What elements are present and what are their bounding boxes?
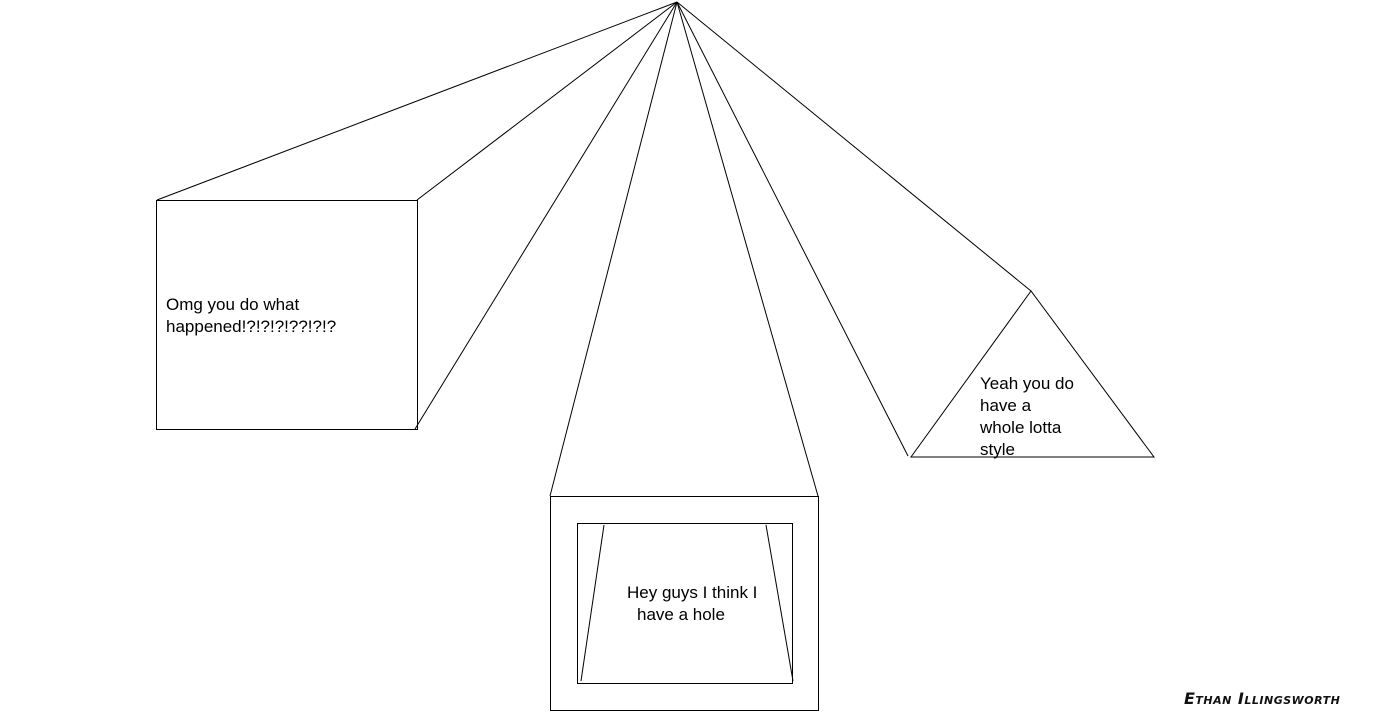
hole-left-edge — [580, 524, 605, 682]
frame-text: Hey guys I think I have a hole — [627, 582, 757, 626]
frame-text-line: Hey guys I think I — [627, 583, 758, 602]
line-to-frame-right — [676, 1, 819, 497]
triangle — [910, 290, 1155, 458]
line-to-square-bottom-right — [414, 1, 678, 430]
triangle-text-line: have a — [980, 396, 1032, 415]
square-text-line: Omg you do what — [166, 295, 300, 314]
square-text-line: happened!?!?!?!??!?!? — [166, 317, 337, 336]
author-signature: Ethan Illingsworth — [1184, 689, 1341, 708]
triangle-text: Yeah you do have a whole lotta style — [980, 373, 1074, 461]
left-square — [156, 200, 418, 430]
bottom-inner-frame — [577, 523, 793, 684]
bottom-outer-frame — [550, 496, 819, 711]
hole-right-edge — [765, 524, 794, 682]
square-text: Omg you do what happened!?!?!?!??!?!? — [166, 294, 336, 338]
line-to-square-top-right — [416, 1, 678, 201]
line-to-square-top-left — [156, 1, 678, 201]
line-to-frame-left — [549, 1, 678, 497]
perspective-lines — [156, 1, 1032, 497]
triangle-text-line: whole lotta — [980, 418, 1062, 437]
triangle-text-line: style — [980, 440, 1015, 459]
triangle-text-line: Yeah you do — [980, 374, 1074, 393]
line-to-triangle-left — [676, 1, 909, 457]
line-to-triangle-apex — [676, 1, 1032, 292]
frame-text-line: have a hole — [637, 605, 725, 624]
